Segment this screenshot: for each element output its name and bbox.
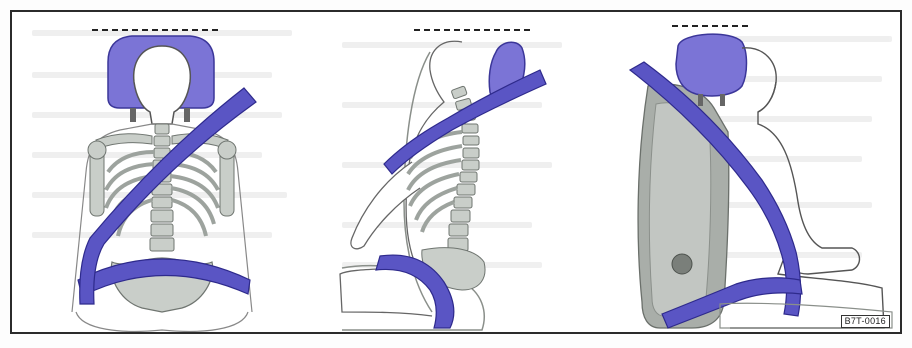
figure-reference-code: B7T-0016 [841, 315, 890, 328]
head [134, 46, 191, 124]
side-view-seat-figure [552, 12, 902, 334]
face-profile [758, 82, 776, 112]
headrest [676, 34, 747, 96]
side-view-spine-figure [312, 12, 552, 334]
seat-back-panel [649, 103, 710, 316]
lumbar-knob [672, 254, 692, 274]
side-view-spine-illustration [312, 12, 552, 334]
front-view-illustration [12, 12, 312, 334]
illustration-frame: B7T-0016 [10, 10, 902, 334]
hips-outline [76, 312, 248, 331]
front-view-belt-figure [12, 12, 312, 334]
side-view-seat-illustration [552, 12, 902, 334]
